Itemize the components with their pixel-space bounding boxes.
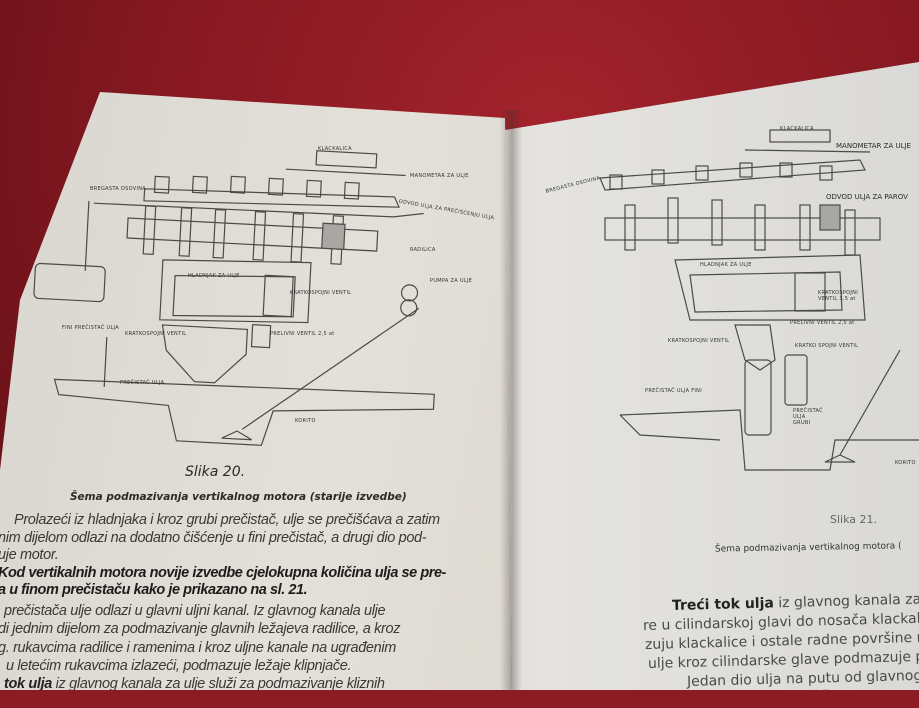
body-line: uje motor. [0,547,59,563]
book-gutter-shadow [500,110,522,690]
label-manometar: MANOMETAR ZA ULJE [410,173,469,179]
body-text: iz glavnog kanala za ulje služi za podma… [55,676,385,692]
body-line: Prolazeći iz hladnjaka i kroz grubi preč… [14,512,440,528]
label-precistac-grubi: PREČISTAČ ULJA GRUBI [793,408,823,426]
label-korito: KORITO [295,418,316,424]
figure-21-number: Slika 21. [830,513,878,526]
figure-20-caption: Šema podmazivanja vertikalnog motora (st… [70,491,407,503]
bold-phrase: tok ulja [4,676,52,692]
body-line: u letećim rukavcima izlazeći, podmazuje … [6,658,352,674]
label-prelivni-ventil: PRELIVNI VENTIL 2,5 at [270,331,335,337]
label-precistac-fini: PREČISTAČ ULJA FINI [645,388,702,394]
right-book-page: KLACKALICA MANOMETAR ZA ULJE BREGASTA OS… [505,62,919,690]
label-prelivni-ventil: PRELIVNI VENTIL 2,5 at [790,320,855,326]
label-fini-precistac: FINI PREČISTAČ ULJA [62,325,119,331]
body-line: nim dijelom odlazi na dodatno čišćenje u… [0,530,427,546]
left-book-page: KLACKALICA BREGASTA OSOVINA MANOMETAR ZA… [0,92,512,692]
label-precistac: PREČISTAČ ULJA [120,380,165,386]
figure-20-number: Slika 20. [185,464,246,480]
body-line: g. rukavcima radilice i ramenima i kroz … [0,640,396,656]
label-klackalica: KLACKALICA [780,126,814,132]
figure-20-diagram [33,150,435,446]
body-line-bold: Kod vertikalnih motora novije izvedbe cj… [0,565,446,581]
bold-phrase: Treći tok ulja [671,595,775,614]
label-kratkospojni-hladnjak: KRATKOSPOJNI VENTIL [290,290,352,296]
label-radilica: RADILICA [410,247,436,253]
label-kratkospojni-ventil: KRATKOSPOJNI VENTIL [125,331,187,337]
label-korito: KORITO [895,460,916,466]
body-line: tok ulja iz glavnog kanala za ulje služi… [4,676,385,692]
body-line-bold: a u finom prečistaču kako je prikazano n… [0,582,308,598]
label-hladnjak: HLADNJAK ZA ULJE [700,262,752,268]
label-kratkospojni-ventil-2: KRATKO SPOJNI VENTIL [795,343,859,349]
body-line: prečistača ulje odlazi u glavni uljni ka… [4,603,386,619]
label-kratkospojni-ventil: KRATKOSPOJNI VENTIL [668,338,730,344]
label-pumpa: PUMPA ZA ULJE [430,278,473,284]
label-klackalica: KLACKALICA [318,146,352,152]
body-line: usmjerenika i ležišta u razv [699,686,892,708]
label-odvod: ODVOD ULJA ZA PAROV [826,193,908,201]
figure-21-diagram [599,129,919,471]
label-bregasta-osovina: BREGASTA OSOVINA [90,186,147,192]
body-line: di jednim dijelom za podmazivanje glavni… [0,621,401,637]
label-manometar: MANOMETAR ZA ULJE [836,142,911,150]
label-kratkospojni-hladnjak: KRATKOSPOJNI VENTIL 3,5 at [818,290,858,302]
label-hladnjak: HLADNJAK ZA ULJE [188,273,240,279]
